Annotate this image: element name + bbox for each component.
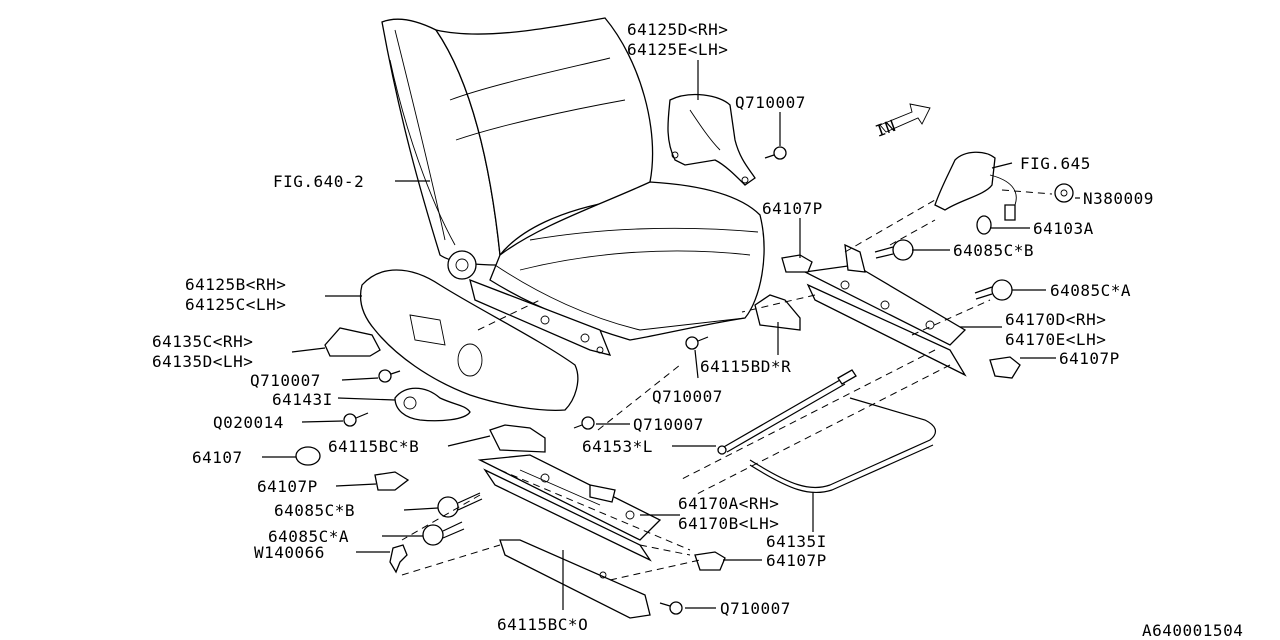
bolt-icon xyxy=(343,412,369,427)
bolt-icon xyxy=(974,279,1013,301)
label-64170A: 64170A<RH> xyxy=(678,494,779,513)
label-64107P-top: 64107P xyxy=(762,199,823,218)
leader-lines xyxy=(262,60,1080,610)
label-FIG645: FIG.645 xyxy=(1020,154,1091,173)
release-cable xyxy=(717,369,857,455)
label-64103A: 64103A xyxy=(1033,219,1094,238)
bolt-icon xyxy=(422,521,465,546)
label-Q710007-bottom: Q710007 xyxy=(720,599,791,618)
label-64085CA-left: 64085C*A xyxy=(268,527,349,546)
label-Q710007-top: Q710007 xyxy=(735,93,806,112)
bracket xyxy=(489,424,546,453)
label-Q710007-middle: Q710007 xyxy=(652,387,723,406)
bolt-icon xyxy=(764,146,787,160)
handle xyxy=(394,387,471,422)
label-64125E: 64125E<LH> xyxy=(627,40,728,59)
label-64170B: 64170B<LH> xyxy=(678,514,779,533)
label-64115BCO: 64115BC*O xyxy=(497,615,588,634)
label-Q710007-center: Q710007 xyxy=(633,415,704,434)
label-64085CB-right: 64085C*B xyxy=(953,241,1034,260)
label-Q710007-left: Q710007 xyxy=(250,371,321,390)
bracket xyxy=(754,294,801,331)
label-64107P-right: 64107P xyxy=(1059,349,1120,368)
label-64170E: 64170E<LH> xyxy=(1005,330,1106,349)
towel-bar xyxy=(749,397,937,494)
label-64170D: 64170D<RH> xyxy=(1005,310,1106,329)
lower-cover xyxy=(499,539,651,619)
label-N380009: N380009 xyxy=(1083,189,1154,208)
clip xyxy=(989,356,1021,379)
label-FIG640: FIG.640-2 xyxy=(273,172,364,191)
label-64143I: 64143I xyxy=(272,390,333,409)
front-arrow-label: IN xyxy=(873,116,899,141)
diagram-code: A640001504 xyxy=(1142,621,1243,640)
label-Q020014: Q020014 xyxy=(213,413,284,432)
label-64115BD: 64115BD*R xyxy=(700,357,791,376)
bolt-icon xyxy=(573,416,595,430)
label-64085CA-right: 64085C*A xyxy=(1050,281,1131,300)
label-64107: 64107 xyxy=(192,448,243,467)
label-64135C: 64135C<RH> xyxy=(152,332,253,351)
label-64153L: 64153*L xyxy=(582,437,653,456)
label-64115BCB: 64115BC*B xyxy=(328,437,419,456)
clip xyxy=(694,551,726,571)
bolt-icon xyxy=(685,336,709,350)
clip xyxy=(389,544,408,574)
recliner-cover xyxy=(359,269,579,411)
label-64107P-left: 64107P xyxy=(257,477,318,496)
lever-knob xyxy=(324,327,381,357)
assembly-lines xyxy=(401,189,1053,581)
cap xyxy=(295,446,321,466)
seat-illustration xyxy=(381,17,765,356)
label-64125D: 64125D<RH> xyxy=(627,20,728,39)
clip xyxy=(374,471,410,491)
label-64125B: 64125B<RH> xyxy=(185,275,286,294)
clip xyxy=(781,254,813,273)
bolt-icon xyxy=(659,601,683,615)
label-64085CB-left: 64085C*B xyxy=(274,501,355,520)
front-arrow-icon: IN xyxy=(873,103,931,141)
label-64125C: 64125C<LH> xyxy=(185,295,286,314)
bolt-icon xyxy=(437,492,483,518)
part-labels: 64125D<RH> 64125E<LH> Q710007 FIG.640-2 … xyxy=(152,20,1243,640)
bolt-icon xyxy=(378,369,401,383)
label-64135I: 64135I xyxy=(766,532,827,551)
label-W140066: W140066 xyxy=(254,543,325,562)
seatbelt-buckle xyxy=(934,151,1074,235)
seat-rail-right xyxy=(802,243,967,377)
label-64107P-bottom: 64107P xyxy=(766,551,827,570)
side-cover-rh-top xyxy=(667,93,756,186)
label-64135D: 64135D<LH> xyxy=(152,352,253,371)
